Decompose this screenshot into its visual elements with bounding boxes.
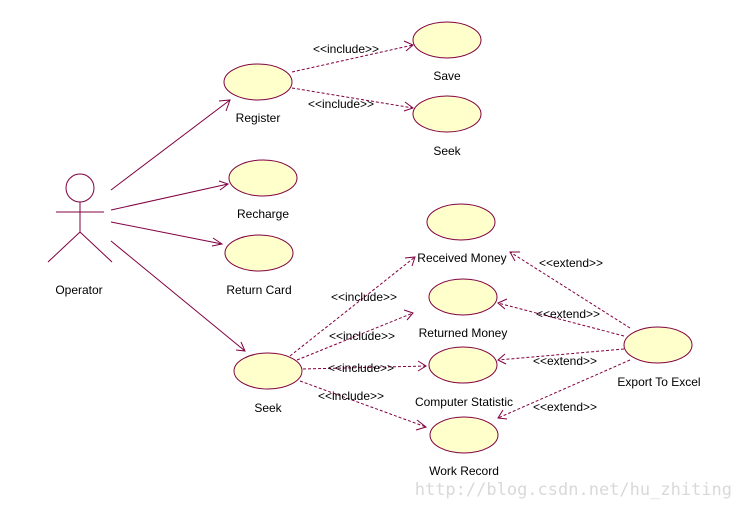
include-register-seek-arrowhead xyxy=(403,101,415,112)
extend-received-arrowhead xyxy=(509,251,520,262)
include-seek-returned-arrowhead xyxy=(403,309,414,321)
use-case-seek: Seek xyxy=(233,352,303,415)
use-case-return-card-ellipse xyxy=(224,234,294,272)
include-seek-statistic-arrowhead xyxy=(417,360,427,372)
use-case-export-to-excel: Export To Excel xyxy=(617,326,701,389)
include-seek-workrecord-arrowhead xyxy=(415,419,428,431)
include-label-received: <<include>> xyxy=(331,290,397,304)
use-case-export-to-excel-ellipse xyxy=(623,326,693,364)
use-case-returned-money-label: Returned Money xyxy=(419,326,508,340)
use-case-received-money: Received Money xyxy=(417,203,507,265)
assoc-return-card-arrowhead xyxy=(211,237,224,247)
assoc-recharge-arrowhead xyxy=(218,180,230,191)
use-case-save-ellipse xyxy=(412,21,482,59)
seek-includes xyxy=(289,256,428,431)
use-case-received-money-label: Received Money xyxy=(417,251,506,265)
use-case-recharge-label: Recharge xyxy=(237,207,289,221)
include-label-seek-top: <<include>> xyxy=(308,97,374,111)
use-case-work-record-ellipse xyxy=(429,416,499,454)
extend-label-statistic: <<extend>> xyxy=(533,354,597,368)
use-case-seek-ellipse xyxy=(233,352,303,390)
use-case-seek-top-label: Seek xyxy=(433,144,461,158)
export-extends xyxy=(497,251,631,420)
assoc-recharge xyxy=(110,183,229,211)
extend-label-workrecord: <<extend>> xyxy=(533,400,597,414)
use-case-recharge-ellipse xyxy=(228,159,298,197)
assoc-return-card xyxy=(110,221,223,245)
use-case-return-card: Return Card xyxy=(224,234,294,297)
extend-received xyxy=(509,251,631,329)
include-register-save xyxy=(291,44,414,73)
use-case-computer-statistic-ellipse xyxy=(428,346,498,384)
include-label-returned: <<include>> xyxy=(329,329,395,343)
actor-label: Operator xyxy=(55,283,102,297)
extend-label-returned: <<extend>> xyxy=(536,307,600,321)
extend-label-received: <<extend>> xyxy=(539,256,603,270)
use-case-export-to-excel-label: Export To Excel xyxy=(617,375,700,389)
use-case-save-label: Save xyxy=(433,69,461,83)
use-case-register-label: Register xyxy=(236,111,281,125)
include-seek-received xyxy=(289,256,416,357)
include-label-workrecord: <<include>> xyxy=(318,389,384,403)
include-seek-statistic xyxy=(302,365,427,370)
watermark: http://blog.csdn.net/hu_zhiting xyxy=(415,480,732,500)
use-case-computer-statistic: Computer Statistic xyxy=(415,346,513,409)
use-case-returned-money: Returned Money xyxy=(419,278,508,340)
use-case-register-ellipse xyxy=(223,63,293,101)
include-register-save-arrowhead xyxy=(403,40,414,52)
extend-statistic xyxy=(497,348,625,361)
use-case-computer-statistic-label: Computer Statistic xyxy=(415,395,513,409)
actor-right-leg xyxy=(79,231,113,263)
use-case-save: Save xyxy=(412,21,482,83)
assoc-seek xyxy=(110,240,246,352)
include-seek-workrecord xyxy=(299,380,427,428)
include-seek-received-arrowhead xyxy=(404,256,416,267)
actor-left-leg xyxy=(47,231,81,263)
actor-head xyxy=(65,173,95,203)
associations xyxy=(110,99,246,352)
use-case-work-record-label: Work Record xyxy=(429,464,499,478)
operator-actor xyxy=(47,173,113,263)
extend-statistic-arrowhead xyxy=(497,353,507,365)
use-case-seek-top: Seek xyxy=(412,95,482,158)
use-case-returned-money-ellipse xyxy=(428,278,498,316)
include-register-seek xyxy=(291,87,414,109)
extend-workrecord xyxy=(497,359,631,419)
assoc-register xyxy=(110,99,231,191)
assoc-seek-arrowhead xyxy=(235,341,246,352)
register-includes xyxy=(291,40,415,112)
use-case-recharge: Recharge xyxy=(228,159,298,221)
include-label-save: <<include>> xyxy=(313,42,379,56)
include-seek-returned xyxy=(296,312,414,361)
extend-returned-arrowhead xyxy=(497,298,508,310)
extend-workrecord-arrowhead xyxy=(497,409,508,420)
use-case-seek-label: Seek xyxy=(254,401,282,415)
use-case-seek-top-ellipse xyxy=(412,95,482,133)
use-case-received-money-ellipse xyxy=(426,203,496,241)
assoc-register-arrowhead xyxy=(218,99,231,112)
use-case-work-record: Work Record xyxy=(429,416,499,478)
extend-returned xyxy=(497,302,625,337)
include-label-statistic: <<include>> xyxy=(328,361,394,375)
use-case-register: Register xyxy=(223,63,293,125)
use-case-return-card-label: Return Card xyxy=(226,283,291,297)
